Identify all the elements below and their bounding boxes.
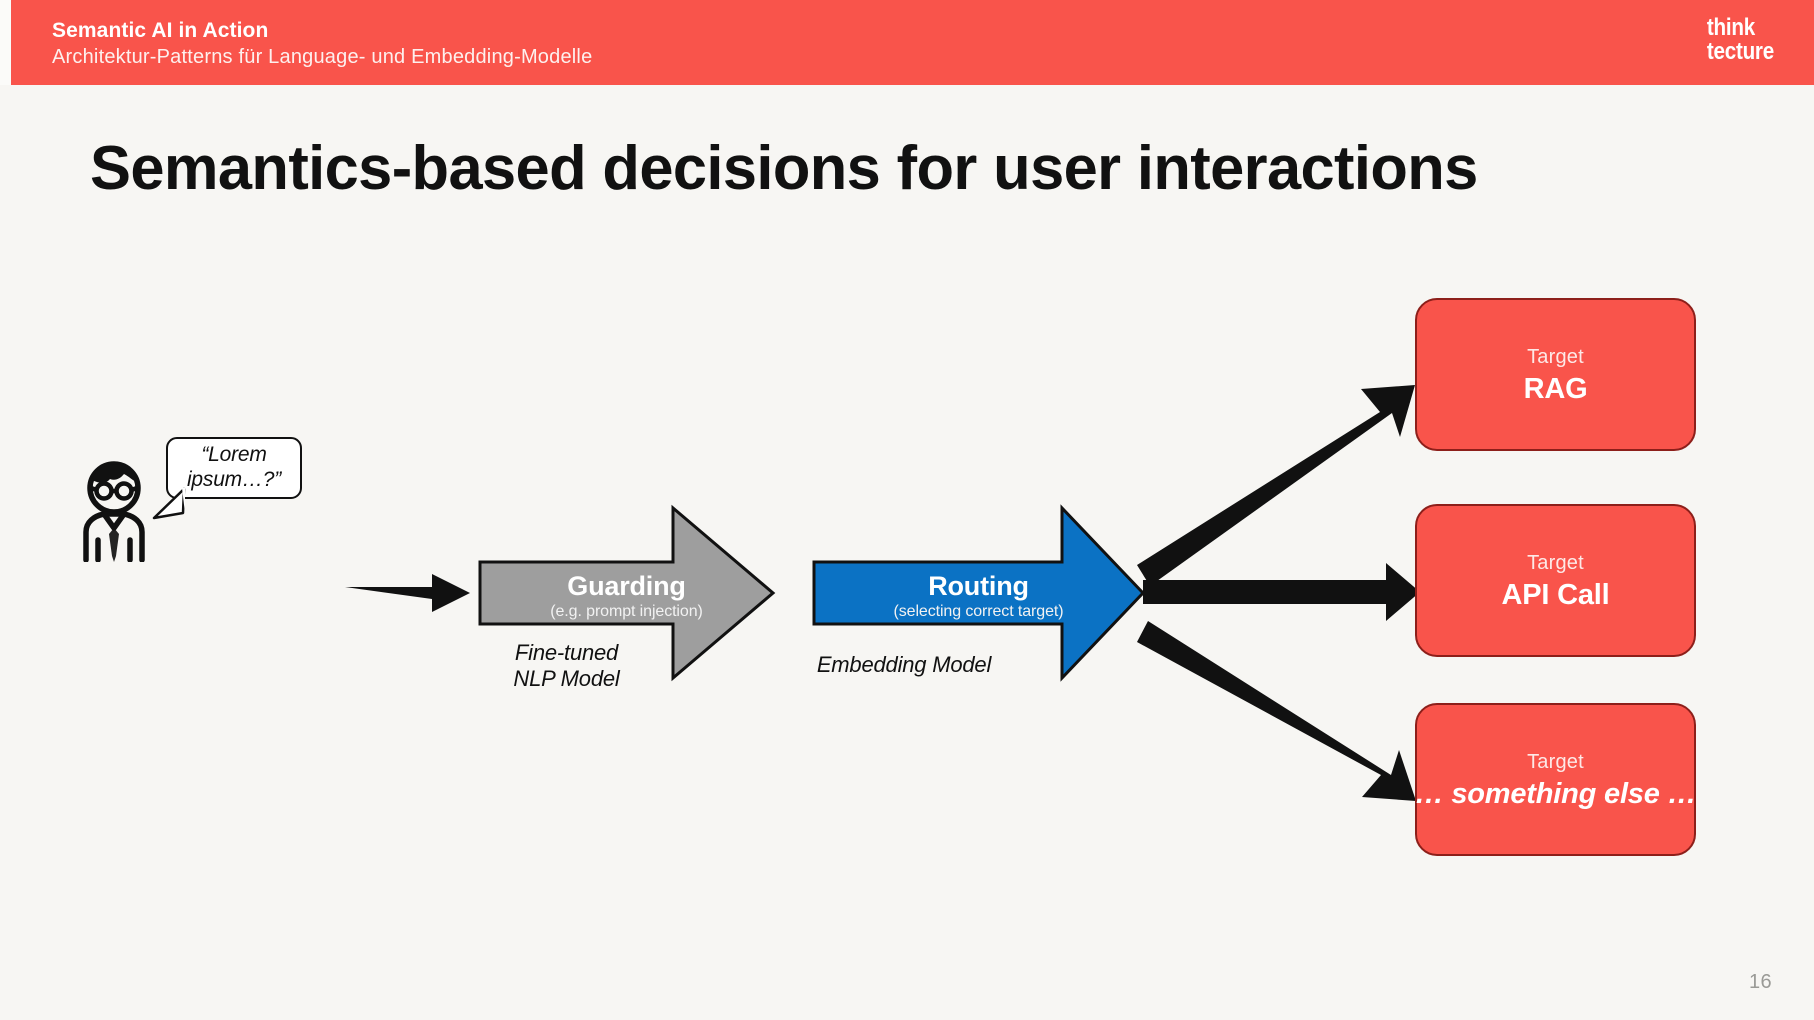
stage-caption-routing: Embedding Model xyxy=(784,652,1024,678)
speech-bubble: “Lorem ipsum…?” xyxy=(166,437,302,499)
stage-caption-guarding: Fine-tuned NLP Model xyxy=(480,640,653,692)
target-name-something-else: … something else … xyxy=(1414,777,1697,810)
stage-caption-guarding-line2: NLP Model xyxy=(513,665,620,691)
stage-shape-guarding xyxy=(478,504,776,682)
logo-line-1: think xyxy=(1706,14,1755,41)
header-subtitle: Architektur-Patterns für Language- und E… xyxy=(52,46,593,69)
connector-routing-to-target-rag xyxy=(1137,385,1415,586)
page-number: 16 xyxy=(1748,971,1772,993)
thinktecture-logo: think tecture xyxy=(1706,14,1774,66)
target-box-something-else[interactable]: Target … something else … xyxy=(1414,703,1697,856)
header-left-accent xyxy=(0,0,11,85)
stage-shape-routing xyxy=(812,504,1146,682)
stage-caption-guarding-line1: Fine-tuned xyxy=(514,640,619,665)
logo-line-2: tecture xyxy=(1706,38,1774,66)
header-title: Semantic AI in Action xyxy=(52,19,269,42)
target-kicker-something-else: Target xyxy=(1527,750,1584,773)
target-box-api-call[interactable]: Target API Call xyxy=(1415,504,1696,657)
speech-bubble-text: “Lorem ipsum…?” xyxy=(186,443,282,491)
target-name-api-call: API Call xyxy=(1501,578,1610,611)
speech-bubble-tail xyxy=(152,487,186,521)
header-title-group: Semantic AI in Action Architektur-Patter… xyxy=(52,18,592,71)
person-with-glasses-icon xyxy=(74,452,154,563)
page-title: Semantics-based decisions for user inter… xyxy=(90,134,1478,203)
connector-user-to-guarding xyxy=(345,574,470,612)
target-kicker-api-call: Target xyxy=(1527,551,1584,574)
connector-routing-to-target-api-call xyxy=(1143,563,1420,621)
header-bar: Semantic AI in Action Architektur-Patter… xyxy=(0,0,1814,85)
target-name-rag: RAG xyxy=(1523,372,1588,405)
connector-routing-to-target-other xyxy=(1137,621,1416,801)
target-kicker-rag: Target xyxy=(1527,345,1584,368)
target-box-rag[interactable]: Target RAG xyxy=(1415,298,1696,451)
stage-caption-routing-line1: Embedding Model xyxy=(816,652,992,677)
